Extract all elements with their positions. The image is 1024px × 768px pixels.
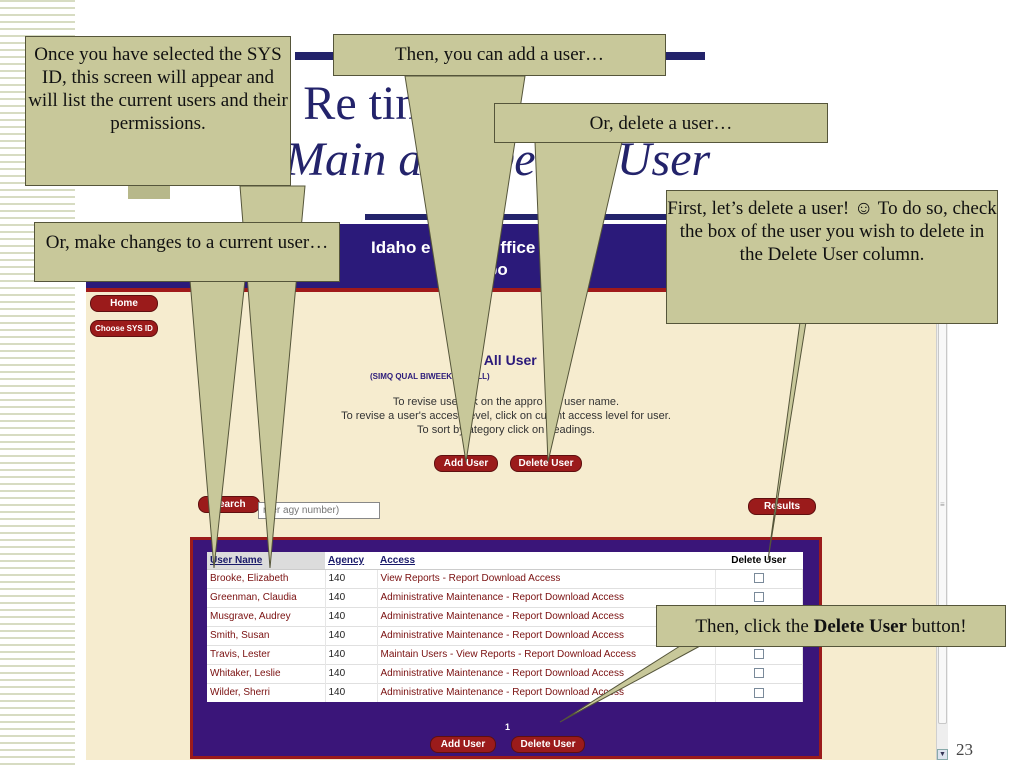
agency-cell: 140: [325, 568, 378, 588]
delete-user-button-top[interactable]: Delete User: [510, 455, 582, 472]
delete-checkbox[interactable]: [753, 649, 764, 660]
page-number[interactable]: 1: [505, 722, 511, 732]
delete-checkbox[interactable]: [753, 668, 764, 679]
user-name-link[interactable]: Travis, Lester: [207, 644, 326, 664]
table-row: Musgrave, Audrey 140 Administrative Main…: [207, 606, 803, 626]
callout-click-delete: Then, click the Delete User button!: [656, 605, 1006, 647]
scroll-grip-icon: ≡: [940, 500, 945, 509]
callout-click-delete-suffix: button!: [906, 616, 967, 637]
add-user-button-bottom[interactable]: Add User: [430, 736, 496, 753]
callout-make-changes: Or, make changes to a current user…: [34, 222, 340, 282]
delete-checkbox[interactable]: [753, 687, 764, 698]
org-title: Idaho e Control ffice: [371, 238, 536, 257]
title-rule-bottom: [365, 214, 685, 220]
add-user-button-top[interactable]: Add User: [434, 455, 498, 472]
col-header-delete-user: Delete User: [715, 552, 803, 570]
delete-cell: [715, 644, 803, 664]
delete-cell: [715, 568, 803, 588]
slide-title-line1: e Re ting:: [270, 77, 457, 130]
col-header-agency[interactable]: Agency: [325, 552, 377, 570]
col-header-user-name[interactable]: User Name: [207, 552, 325, 570]
section-title: ow All User: [461, 352, 537, 368]
results-button[interactable]: Results: [748, 498, 816, 515]
user-name-link[interactable]: Brooke, Elizabeth: [207, 568, 326, 588]
instruction-line: To revise a user's access level, click o…: [341, 410, 671, 422]
callout-delete-user: Or, delete a user…: [494, 103, 828, 143]
delete-cell: [715, 663, 803, 683]
home-button[interactable]: Home: [90, 295, 158, 312]
delete-checkbox[interactable]: [753, 573, 764, 584]
delete-cell: [715, 587, 803, 607]
user-name-link[interactable]: Musgrave, Audrey: [207, 606, 326, 626]
access-level-link[interactable]: Administrative Maintenance - Report Down…: [377, 682, 716, 702]
section-subtitle: (SIMQ QUAL BIWEEKLY P OLL): [370, 372, 490, 381]
delete-cell: [715, 682, 803, 702]
delete-user-button-bottom[interactable]: Delete User: [511, 736, 585, 753]
user-name-link[interactable]: Whitaker, Leslie: [207, 663, 326, 683]
org-subtitle: ine Repo: [436, 260, 508, 279]
search-button[interactable]: Search: [198, 496, 260, 513]
users-table: User Name Agency Access Delete User Broo…: [207, 552, 803, 702]
delete-checkbox[interactable]: [753, 592, 764, 603]
col-header-access[interactable]: Access: [377, 552, 715, 570]
slide-number: 23: [956, 740, 973, 759]
table-row: Travis, Lester 140 Maintain Users - View…: [207, 644, 803, 664]
callout-add-user: Then, you can add a user…: [333, 34, 666, 76]
access-level-link[interactable]: Administrative Maintenance - Report Down…: [377, 587, 716, 607]
access-level-link[interactable]: View Reports - Report Download Access: [377, 568, 716, 588]
user-name-link[interactable]: Greenman, Claudia: [207, 587, 326, 607]
callout-click-delete-bold: Delete User: [813, 616, 907, 637]
instruction-line: To sort by ategory click on headings.: [417, 424, 595, 436]
user-name-link[interactable]: Wilder, Sherri: [207, 682, 326, 702]
agency-cell: 140: [325, 644, 378, 664]
agency-cell: 140: [325, 682, 378, 702]
user-name-link[interactable]: Smith, Susan: [207, 625, 326, 645]
table-row: Wilder, Sherri 140 Administrative Mainte…: [207, 682, 803, 702]
callout-select-sys: Once you have selected the SYS ID, this …: [25, 36, 291, 186]
agency-cell: 140: [325, 663, 378, 683]
scroll-down-arrow-icon[interactable]: ▼: [937, 749, 948, 760]
decorative-block: [128, 185, 170, 199]
choose-sys-id-button[interactable]: Choose SYS ID: [90, 320, 158, 337]
instruction-line: To revise user, ck on the appro ate user…: [392, 396, 620, 408]
table-row: Brooke, Elizabeth 140 View Reports - Rep…: [207, 568, 803, 588]
table-row: Whitaker, Leslie 140 Administrative Main…: [207, 663, 803, 683]
users-table-frame: User Name Agency Access Delete User Broo…: [190, 537, 822, 759]
access-level-link[interactable]: Administrative Maintenance - Report Down…: [377, 663, 716, 683]
callout-first-delete: First, let’s delete a user! ☺ To do so, …: [666, 190, 998, 324]
agency-cell: 140: [325, 625, 378, 645]
table-row: Greenman, Claudia 140 Administrative Mai…: [207, 587, 803, 607]
access-level-link[interactable]: Maintain Users - View Reports - Report D…: [377, 644, 716, 664]
callout-click-delete-prefix: Then, click the: [695, 616, 814, 637]
agency-cell: 140: [325, 587, 378, 607]
search-input[interactable]: [258, 502, 380, 519]
agency-cell: 140: [325, 606, 378, 626]
vertical-scrollbar[interactable]: ≡ ▼: [936, 264, 948, 760]
